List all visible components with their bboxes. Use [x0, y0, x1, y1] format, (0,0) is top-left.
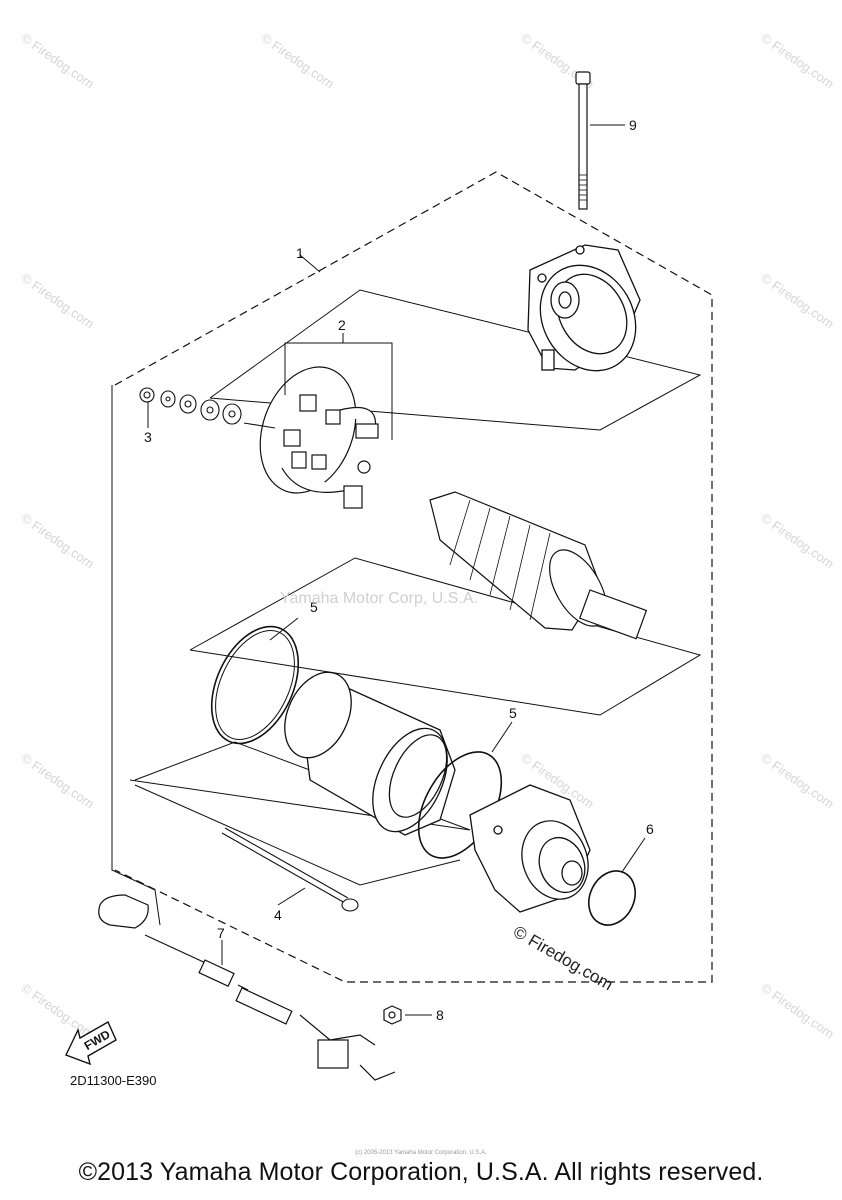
callout-8: 8	[436, 1007, 444, 1023]
o-ring-part-5-left	[210, 625, 300, 745]
watermark-text: © Firedog.com	[18, 30, 97, 91]
nut-part-8	[383, 1005, 402, 1025]
callout-4: 4	[274, 907, 282, 923]
callout-6: 6	[646, 821, 654, 837]
watermark-text: © Firedog.com	[758, 510, 837, 571]
copyright-footer: ©2013 Yamaha Motor Corporation, U.S.A. A…	[78, 1158, 764, 1186]
callout-5-upper: 5	[310, 599, 318, 615]
watermark-text: © Firedog.com	[18, 980, 97, 1041]
starter-rear-cover	[527, 244, 641, 372]
through-bolt-part-4	[221, 827, 359, 912]
callout-9: 9	[629, 117, 637, 133]
tiny-copyright-note: (c) 2005-2013 Yamaha Motor Corporation, …	[355, 1150, 487, 1156]
diagram-code: 2D11300-E390	[70, 1073, 157, 1088]
watermark-text: © Firedog.com	[18, 750, 97, 811]
starter-yoke-housing	[284, 671, 456, 836]
callout-7: 7	[217, 925, 225, 941]
watermark-text: © Firedog.com	[258, 30, 337, 91]
watermark-text: © Firedog.com	[758, 270, 837, 331]
brush-holder-part-2	[259, 366, 379, 509]
leader-lines	[147, 124, 646, 1016]
watermark-text: © Firedog.com	[18, 510, 97, 571]
callout-2: 2	[338, 317, 346, 333]
lead-wire-part-7	[98, 894, 396, 1081]
firedog-diagonal-mark: © Firedog.com	[510, 922, 616, 994]
starter-front-cover	[469, 784, 591, 913]
callout-3: 3	[144, 429, 152, 445]
assembly-outline	[114, 171, 713, 983]
watermark-text: © Firedog.com	[758, 30, 837, 91]
yamaha-center-mark: Yamaha Motor Corp, U.S.A.	[280, 590, 478, 607]
watermark-layer: © Firedog.com © Firedog.com © Firedog.com ©…	[18, 30, 837, 1041]
watermark-text: © Firedog.com	[758, 750, 837, 811]
watermark-text: © Firedog.com	[758, 980, 837, 1041]
watermark-text: © Firedog.com	[18, 270, 97, 331]
washer-stack-part-3	[139, 387, 276, 429]
o-ring-part-6	[588, 870, 636, 926]
armature	[429, 491, 648, 640]
through-bolt-part-9	[575, 71, 591, 210]
callout-1: 1	[296, 245, 304, 261]
callout-5-lower: 5	[509, 705, 517, 721]
